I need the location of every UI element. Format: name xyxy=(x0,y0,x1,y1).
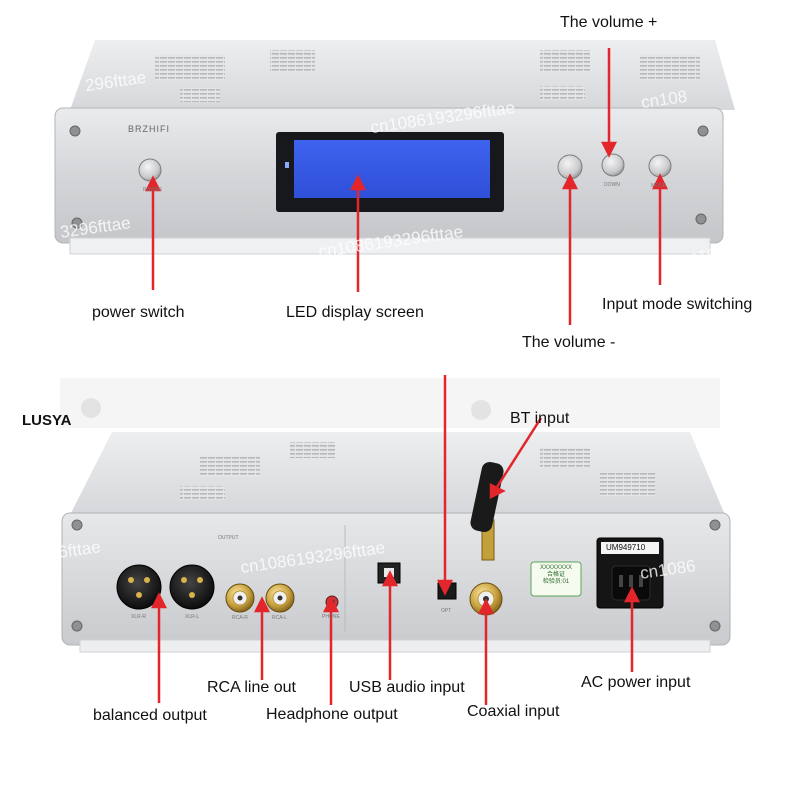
display-screen xyxy=(294,140,490,198)
header-text: LUSYA xyxy=(22,412,72,429)
rca-left-jack xyxy=(265,583,295,613)
ac-power-input-callout: AC power input xyxy=(581,674,691,691)
down-key-label: DOWN xyxy=(604,182,620,188)
power-key-label: POWER xyxy=(143,187,162,193)
rca-right-label: RCA-R xyxy=(232,615,248,621)
front-brand-logo: BRZHIFI xyxy=(128,124,170,134)
rca-line-out-callout: RCA line out xyxy=(207,679,296,696)
rear-top-screw-left xyxy=(81,398,101,418)
xlr-left-jack xyxy=(169,564,215,610)
mode-key-label: MODE xyxy=(651,183,666,189)
front-vent-2 xyxy=(270,50,315,72)
front-screw-bl xyxy=(71,217,83,229)
xlr-right-jack xyxy=(116,564,162,610)
rear-header-blur xyxy=(60,378,720,428)
coaxial-input-callout: Coaxial input xyxy=(467,703,560,720)
volume-down-callout: The volume - xyxy=(522,334,616,351)
qc-sticker xyxy=(530,561,582,597)
front-callout-arrows xyxy=(144,48,669,325)
power-switch-callout: power switch xyxy=(92,304,185,321)
front-vent-1 xyxy=(155,55,225,80)
front-vent-3 xyxy=(540,50,590,72)
rear-vent-1 xyxy=(200,455,260,477)
output-section-label: OUTPUT xyxy=(218,535,239,541)
xlr-left-label: XLR-L xyxy=(185,614,200,620)
front-vent-5 xyxy=(180,88,220,102)
front-screw-tl xyxy=(69,125,81,137)
rca-left-label: RCA-L xyxy=(272,615,288,621)
rear-vent-4 xyxy=(540,448,590,468)
rear-top-screw-right xyxy=(471,400,491,420)
front-vent-6 xyxy=(540,86,585,100)
rear-base xyxy=(79,639,711,653)
volume-up-callout: The volume + xyxy=(560,14,658,31)
rear-vent-2 xyxy=(180,486,225,500)
rear-screw-tr xyxy=(709,519,721,531)
front-vent-4 xyxy=(640,55,700,80)
phones-label: PHONE xyxy=(322,614,340,620)
headphone-output-callout: Headphone output xyxy=(266,706,398,723)
power-button xyxy=(138,158,162,182)
xlr-right-label: XLR-R xyxy=(131,614,147,620)
rear-callout-arrows xyxy=(150,375,641,705)
rear-vent-5 xyxy=(600,472,655,496)
balanced-output-callout: balanced output xyxy=(93,707,207,724)
rear-vent-3 xyxy=(290,442,335,458)
rear-screw-bl xyxy=(71,620,83,632)
qc-sticker-text: XXXXXXXX 合格证 检验员:01 xyxy=(539,565,572,585)
opt-label: OPT xyxy=(441,608,452,614)
rear-screw-br xyxy=(709,620,721,632)
usb-audio-input-callout: USB audio input xyxy=(349,679,465,696)
bt-antenna xyxy=(470,461,504,533)
fuse-label-bg xyxy=(601,542,659,554)
front-screw-br xyxy=(695,213,707,225)
display-icon xyxy=(285,162,289,168)
bt-input-callout: BT input xyxy=(510,410,570,427)
front-base xyxy=(69,237,711,255)
fuse-label: UM949710 xyxy=(606,543,646,552)
front-screw-tr xyxy=(697,125,709,137)
input-mode-callout: Input mode switching xyxy=(602,296,753,313)
led-display-callout: LED display screen xyxy=(286,304,424,321)
rear-screw-tl xyxy=(71,519,83,531)
volume-up-button xyxy=(601,153,625,177)
rca-right-jack xyxy=(225,583,255,613)
